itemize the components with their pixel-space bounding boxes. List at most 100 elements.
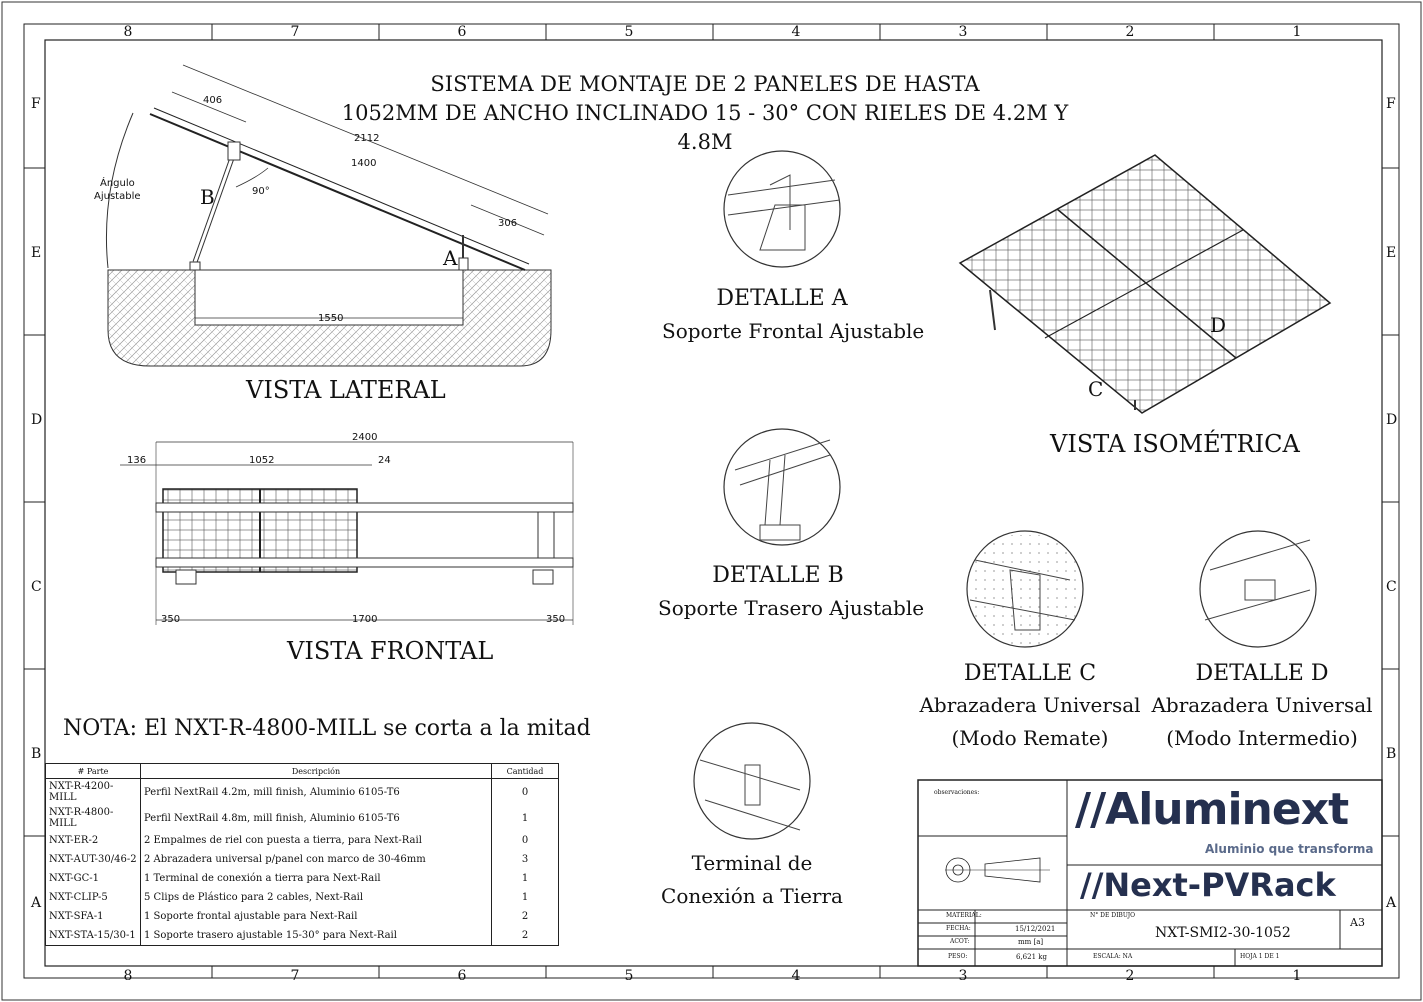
bom-table: # Parte Descripción Cantidad NXT-R-4200-… xyxy=(45,763,559,946)
detail-c-sub1: Abrazadera Universal xyxy=(919,693,1141,717)
tb-dibujo-value: NXT-SMI2-30-1052 xyxy=(1155,925,1291,941)
bom-desc: Perfil NextRail 4.2m, mill finish, Alumi… xyxy=(140,778,492,805)
zone-col-5: 5 xyxy=(624,24,634,40)
bom-desc: 2 Empalmes de riel con puesta a tierra, … xyxy=(140,831,492,850)
angle-label-2: Ajustable xyxy=(94,191,141,202)
detail-b-circle xyxy=(723,428,841,546)
bom-header-part: # Parte xyxy=(45,763,141,779)
bom-header-desc: Descripción xyxy=(140,763,492,779)
detail-b-sub: Soporte Trasero Ajustable xyxy=(658,596,925,620)
zone-row-f-right: F xyxy=(1386,96,1396,112)
tb-peso-value: 6,621 kg xyxy=(1016,953,1047,961)
detail-c-title: DETALLE C xyxy=(963,661,1097,686)
zone-col-8-bottom: 8 xyxy=(123,968,133,984)
mark-d: D xyxy=(1210,313,1227,337)
bom-qty: 3 xyxy=(491,850,559,869)
zone-col-6-bottom: 6 xyxy=(457,968,467,984)
bom-desc: 1 Soporte frontal ajustable para Next-Ra… xyxy=(140,907,492,926)
bom-part: NXT-R-4200-MILL xyxy=(45,778,141,805)
bom-part: NXT-AUT-30/46-2 xyxy=(45,850,141,869)
drawing-title: SISTEMA DE MONTAJE DE 2 PANELES DE HASTA… xyxy=(330,70,1080,157)
detail-d-title: DETALLE D xyxy=(1195,661,1329,686)
detail-d-sub1: Abrazadera Universal xyxy=(1151,693,1373,717)
detail-a-title: DETALLE A xyxy=(716,286,848,311)
zone-col-1-bottom: 1 xyxy=(1292,968,1302,984)
angle-90: 90° xyxy=(252,186,270,197)
bom-qty: 1 xyxy=(491,805,559,831)
zone-row-b-right: B xyxy=(1386,746,1397,762)
terminal-line-1: Terminal de xyxy=(691,851,813,875)
mark-a: A xyxy=(443,246,458,270)
dim-350-right: 350 xyxy=(546,614,566,625)
zone-col-7: 7 xyxy=(290,24,300,40)
zone-row-b: B xyxy=(31,746,42,762)
title-line-2: 1052MM DE ANCHO INCLINADO 15 - 30° CON R… xyxy=(341,101,1069,154)
dim-24: 24 xyxy=(378,455,391,466)
dim-406: 406 xyxy=(203,95,223,106)
bom-desc: 1 Terminal de conexión a tierra para Nex… xyxy=(140,869,492,888)
bom-part: NXT-CLIP-5 xyxy=(45,888,141,907)
tb-escala: ESCALA: NA xyxy=(1093,953,1133,960)
bom-desc: 5 Clips de Plástico para 2 cables, Next-… xyxy=(140,888,492,907)
tb-material-label: MATERIAL: xyxy=(946,912,982,919)
detail-d-circle xyxy=(1199,530,1317,648)
bom-qty: 2 xyxy=(491,926,559,946)
dim-1550: 1550 xyxy=(318,313,344,324)
bom-part: NXT-SFA-1 xyxy=(45,907,141,926)
note-text: NOTA: El NXT-R-4800-MILL se corta a la m… xyxy=(63,716,591,741)
angle-label-1: Ángulo xyxy=(100,178,135,189)
tb-size: A3 xyxy=(1350,916,1365,929)
aluminext-logo: //Aluminext xyxy=(1075,784,1349,835)
mark-c: C xyxy=(1088,377,1104,401)
tb-fecha-label: FECHA: xyxy=(946,925,971,932)
mark-b: B xyxy=(200,185,215,209)
bom-header-row: # Parte Descripción Cantidad xyxy=(45,763,559,779)
zone-row-c-right: C xyxy=(1386,579,1397,595)
bom-header-qty: Cantidad xyxy=(491,763,559,779)
frontal-view-drawing xyxy=(120,441,574,625)
zone-row-d-right: D xyxy=(1386,412,1398,428)
zone-col-3-bottom: 3 xyxy=(958,968,968,984)
bom-part: NXT-GC-1 xyxy=(45,869,141,888)
dim-2400: 2400 xyxy=(352,432,378,443)
zone-col-5-bottom: 5 xyxy=(624,968,634,984)
zone-col-6: 6 xyxy=(457,24,467,40)
zone-col-2-bottom: 2 xyxy=(1125,968,1135,984)
bom-qty: 0 xyxy=(491,778,559,805)
detail-a-circle xyxy=(723,150,841,268)
next-pvrack-logo: //Next-PVRack xyxy=(1080,866,1336,904)
zone-row-d: D xyxy=(31,412,43,428)
dim-1700: 1700 xyxy=(352,614,378,625)
bom-part: NXT-ER-2 xyxy=(45,831,141,850)
zone-col-3: 3 xyxy=(958,24,968,40)
bom-qty: 1 xyxy=(491,888,559,907)
dim-350-left: 350 xyxy=(161,614,181,625)
tb-obs: observaciones: xyxy=(934,789,980,796)
zone-row-e-right: E xyxy=(1386,245,1397,261)
zone-col-4: 4 xyxy=(791,24,801,40)
detail-b-title: DETALLE B xyxy=(712,563,844,588)
bom-desc: Perfil NextRail 4.8m, mill finish, Alumi… xyxy=(140,805,492,831)
label-vista-lateral: VISTA LATERAL xyxy=(246,376,446,404)
dim-2112: 2112 xyxy=(354,133,380,144)
bom-part: NXT-STA-15/30-1 xyxy=(45,926,141,946)
label-vista-isometrica: VISTA ISOMÉTRICA xyxy=(1050,430,1300,458)
tb-peso-label: PESO: xyxy=(948,953,968,960)
bom-desc: 1 Soporte trasero ajustable 15-30° para … xyxy=(140,926,492,946)
zone-col-2: 2 xyxy=(1125,24,1135,40)
tb-hoja: HOJA 1 DE 1 xyxy=(1240,953,1280,960)
dim-136: 136 xyxy=(127,455,147,466)
dim-1052: 1052 xyxy=(249,455,275,466)
bom-qty: 2 xyxy=(491,907,559,926)
bom-part: NXT-R-4800-MILL xyxy=(45,805,141,831)
dim-306: 306 xyxy=(498,218,518,229)
lateral-view-drawing xyxy=(105,64,552,367)
zone-col-4-bottom: 4 xyxy=(791,968,801,984)
bom-qty: 0 xyxy=(491,831,559,850)
